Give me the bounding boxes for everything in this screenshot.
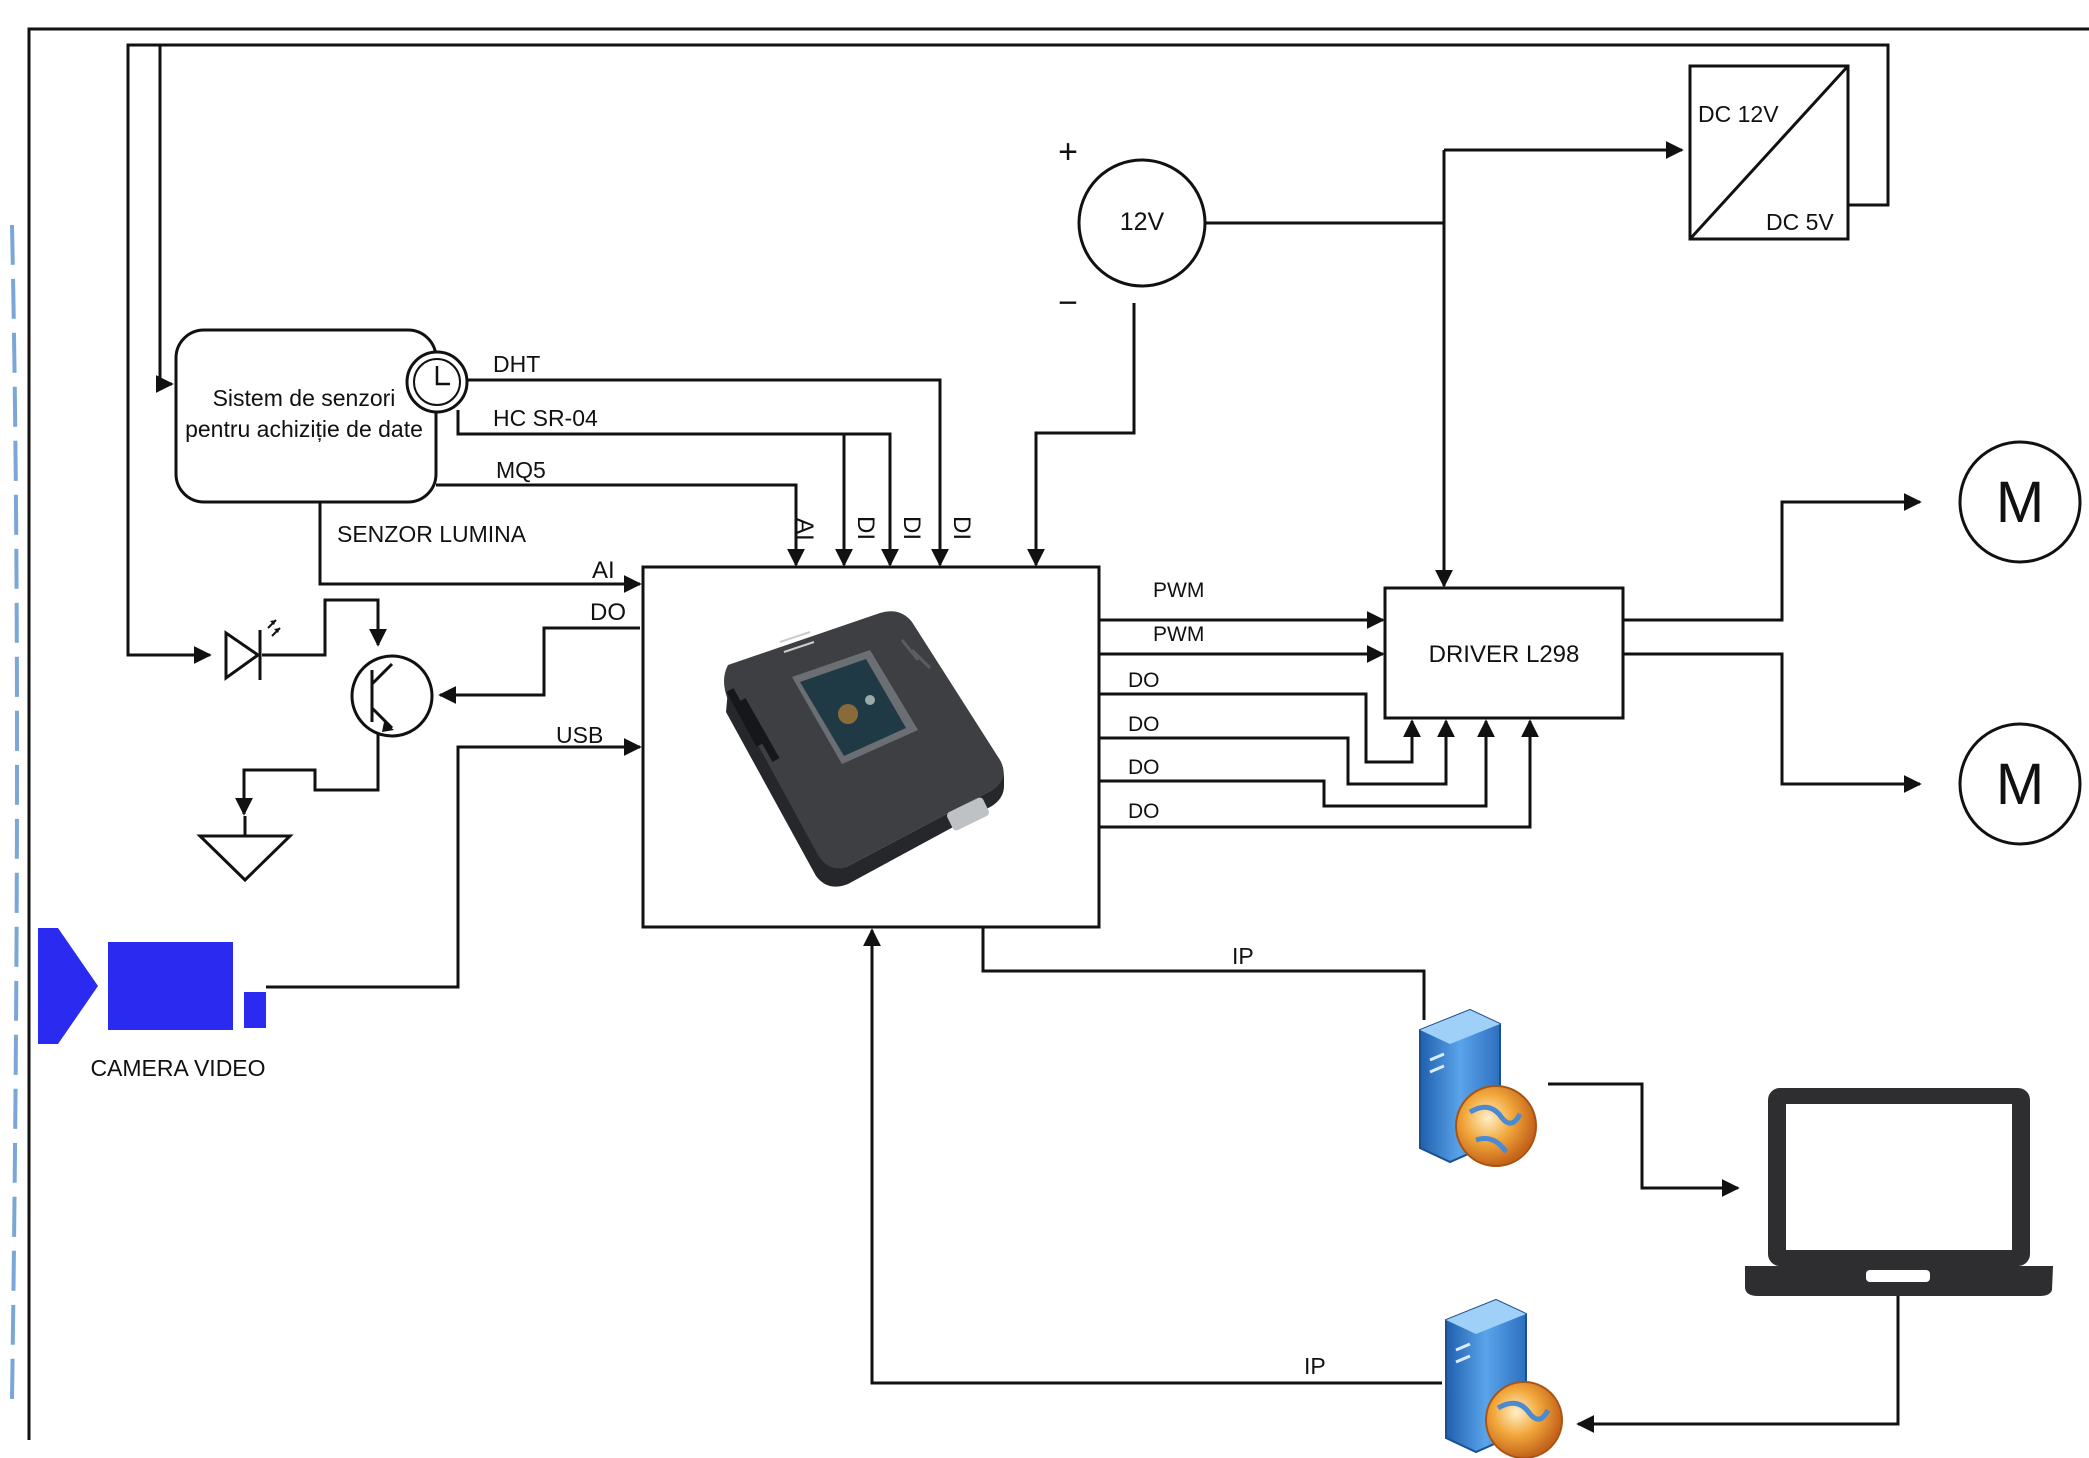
clock-icon (407, 352, 467, 412)
video-camera-icon (38, 928, 266, 1044)
label-do-4: DO (1128, 800, 1160, 823)
power-source-12v: 12V (1079, 160, 1205, 286)
label-dht: DHT (493, 351, 540, 377)
label-ai-left: AI (592, 557, 615, 584)
label-ai-top: AI (791, 518, 818, 541)
sensor-system-label-2: pentru achiziție de date (185, 416, 423, 442)
motor-2-icon: M (1960, 724, 2080, 844)
wire-laptop-to-server (1578, 1296, 1898, 1424)
label-di-2: DI (898, 516, 925, 540)
wire-ip-out (983, 927, 1424, 1020)
motor-1-icon: M (1960, 442, 2080, 562)
label-usb: USB (556, 722, 603, 748)
label-pwm-2: PWM (1153, 623, 1204, 646)
led-icon (226, 620, 280, 680)
laptop-icon (1745, 1088, 2053, 1296)
converter-output-label: DC 5V (1766, 209, 1834, 235)
wire-motor-2 (1624, 654, 1920, 784)
sensor-system-block: Sistem de senzori pentru achiziție de da… (176, 330, 436, 502)
label-ip-top: IP (1232, 943, 1254, 969)
wire-power-negative (1036, 303, 1134, 565)
motor-2-label: M (1996, 752, 2044, 817)
power-source-label: 12V (1120, 208, 1165, 236)
wire-motor-1 (1624, 502, 1920, 620)
wire-ip-in (872, 930, 1442, 1383)
driver-label: DRIVER L298 (1429, 641, 1580, 668)
server-icon-top (1420, 1010, 1536, 1166)
server-icon-bottom (1446, 1300, 1562, 1458)
wire-usb (266, 747, 640, 987)
converter-input-label: DC 12V (1698, 101, 1779, 127)
left-scan-edge (12, 225, 17, 1400)
wire-5v-to-sensors (160, 45, 172, 384)
wire-do-to-transistor (440, 628, 640, 695)
transistor-icon (352, 656, 432, 736)
power-minus-sign: − (1058, 284, 1078, 322)
label-pwm-1: PWM (1153, 579, 1204, 602)
label-do-1: DO (1128, 669, 1160, 692)
ground-icon (200, 816, 290, 880)
power-plus-sign: + (1058, 133, 1078, 171)
label-di-1: DI (852, 516, 879, 540)
label-camera-video: CAMERA VIDEO (90, 1055, 265, 1081)
motor-1-label: M (1996, 470, 2044, 535)
sensor-system-label-1: Sistem de senzori (213, 385, 396, 411)
label-di-3: DI (948, 516, 975, 540)
label-do-2: DO (1128, 713, 1160, 736)
dc-dc-converter: DC 12V DC 5V (1690, 66, 1848, 239)
label-ip-bottom: IP (1304, 1353, 1326, 1379)
label-do-3: DO (1128, 756, 1160, 779)
label-do-left: DO (590, 599, 626, 626)
label-mq5: MQ5 (496, 457, 546, 483)
wire-transistor-ground (244, 734, 378, 814)
label-hc-sr04: HC SR-04 (493, 405, 598, 431)
wire-server-to-laptop (1548, 1084, 1738, 1188)
label-light-sensor: SENZOR LUMINA (337, 521, 527, 547)
